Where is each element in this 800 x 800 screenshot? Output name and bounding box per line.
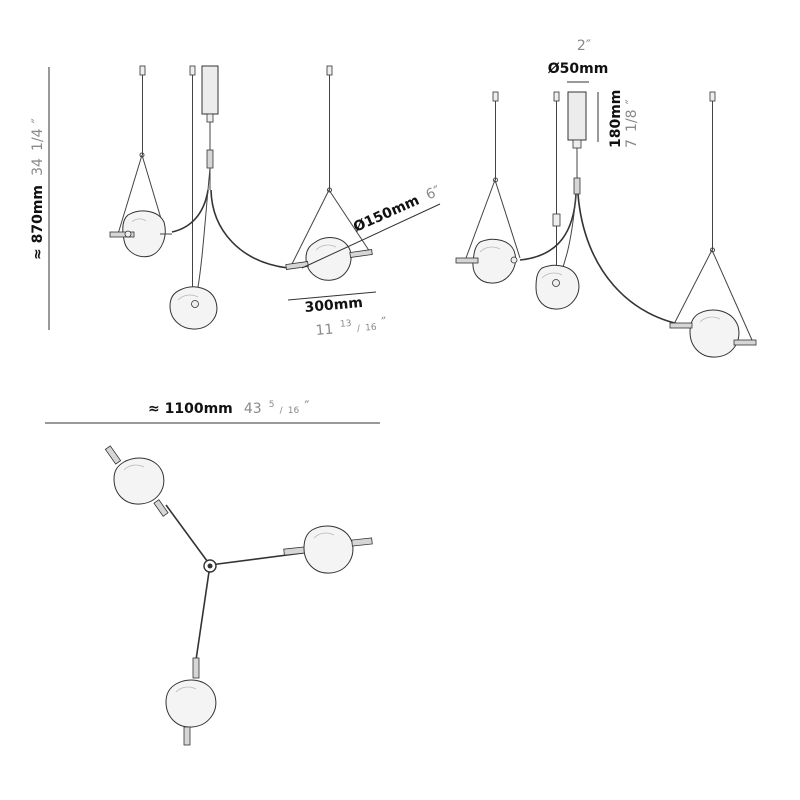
canopy: [201, 65, 219, 115]
ceiling-anchor: [326, 65, 333, 76]
ceiling-anchor: [553, 91, 560, 102]
brass-rod: [669, 322, 693, 329]
canopy-height-imperial: 7 1/8 ″: [621, 99, 640, 148]
curved-arm: [210, 189, 289, 269]
plan-arm: [165, 504, 211, 566]
brass-rod: [192, 657, 200, 679]
brass-rod: [349, 249, 373, 258]
arm-length-dimension-line: [287, 291, 377, 301]
ceiling-anchor: [139, 65, 146, 76]
glass-globe: [113, 457, 165, 505]
arm-length-label: 300mm: [304, 295, 364, 316]
ceiling-anchor: [709, 91, 716, 102]
brass-rod: [455, 257, 479, 264]
glass-globe: [305, 237, 352, 281]
canopy-diameter-label: Ø50mm: [548, 61, 609, 77]
ceiling-anchor: [189, 65, 196, 76]
span-label: ≈ 1100mm 43 5 / 16 ″: [148, 392, 310, 417]
curved-arm: [577, 193, 691, 327]
glass-globe: [165, 679, 217, 728]
canopy: [567, 91, 587, 141]
glass-globe: [472, 238, 517, 284]
arm-length-imperial: 11 13 / 16 ″: [314, 308, 387, 339]
ceiling-anchor: [492, 91, 499, 102]
height-dimension-label: ≈ 870mm 34 1/4 ″: [27, 118, 46, 260]
curved-arm: [171, 189, 209, 233]
globe-diameter-dimension-line: [301, 203, 441, 269]
glass-globe: [169, 286, 218, 330]
canopy-height-label: 180mm: [608, 90, 624, 148]
brass-rod: [109, 231, 135, 238]
brass-rod: [285, 261, 309, 270]
brass-rod: [733, 339, 757, 346]
brass-rod: [283, 546, 307, 556]
glass-globe: [122, 210, 166, 258]
glass-globe: [303, 525, 354, 574]
glass-globe: [535, 264, 580, 310]
side-elevation-view: 2″ Ø50mm 180mm 7 1/8 ″: [455, 38, 757, 358]
globe-diameter-label: Ø150mm 6″: [350, 180, 443, 235]
canopy-diameter-imperial: 2″: [577, 38, 591, 54]
plan-arm: [195, 564, 211, 661]
front-elevation-view: ≈ 870mm 34 1/4 ″: [27, 65, 443, 339]
brass-rod: [104, 445, 122, 465]
brass-rod: [183, 726, 191, 746]
top-plan-view: ≈ 1100mm 43 5 / 16 ″: [45, 392, 380, 746]
